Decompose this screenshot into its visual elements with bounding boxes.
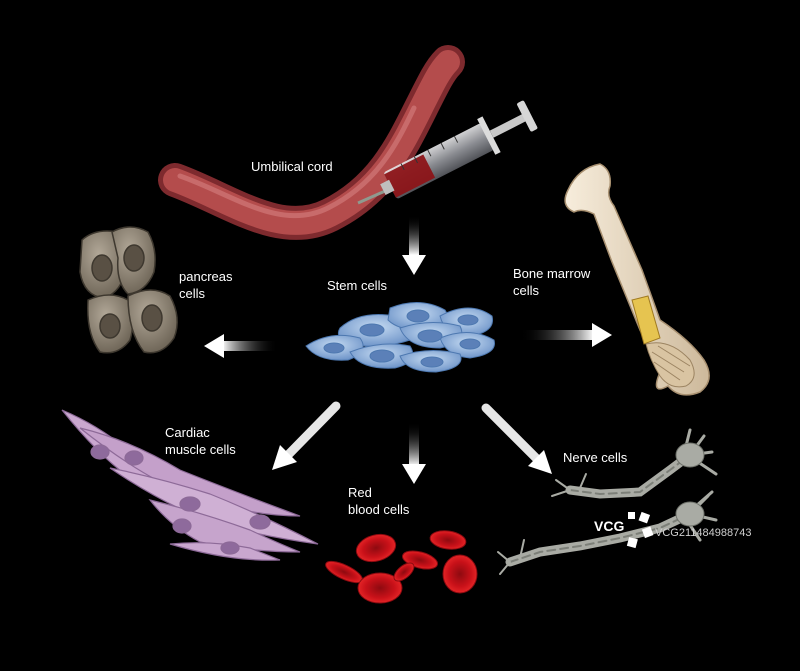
red-blood-cells [325,530,478,604]
arrow-cord-to-stem [402,215,426,275]
label-umbilical-cord: Umbilical cord [251,159,333,174]
label-nerve-cells: Nerve cells [563,450,628,465]
label-pancreas-cells: pancreas cells [179,269,233,301]
pancreas-cells [79,226,178,354]
label-cardiac-muscle-cells: Cardiac muscle cells [165,425,236,457]
umbilical-cord [158,45,465,240]
label-red-blood-cells: Red blood cells [348,485,410,517]
arrow-to-cardiac [272,401,341,470]
syringe [357,100,538,205]
arrow-to-pancreas [204,334,278,358]
arrow-to-red-blood [402,422,426,484]
nerve-cells [497,428,718,575]
watermark-logo-icon [626,511,654,549]
watermark-logo-text: VCG [594,518,625,534]
stem-cells-cluster [305,302,495,373]
femur-bone [564,163,710,396]
label-stem-cells: Stem cells [327,278,387,293]
cardiac-muscle-cells [61,409,319,561]
arrow-to-bone-marrow [520,323,612,347]
label-bone-marrow-cells: Bone marrow cells [513,266,591,298]
watermark-image-id: VCG211484988743 [655,527,752,539]
arrow-to-nerve [481,403,552,474]
